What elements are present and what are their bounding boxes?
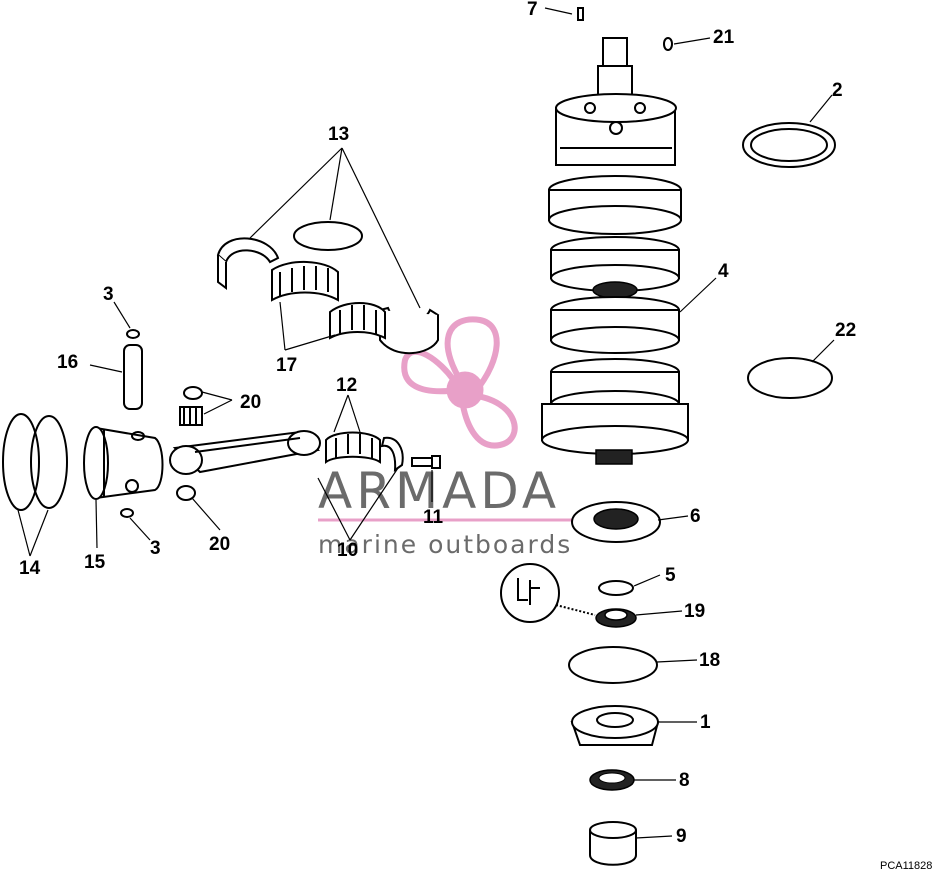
- drawing-code: PCA11828: [880, 860, 932, 872]
- pin-part-7: [577, 7, 584, 21]
- bearing-19: [595, 608, 637, 628]
- watermark-logo: ARMADA marine outboards: [318, 316, 612, 559]
- bearing-housing-1: [570, 705, 660, 746]
- callout-8: 8: [679, 770, 690, 791]
- callout-20-top: 20: [240, 392, 261, 413]
- callout-18: 18: [699, 650, 720, 671]
- service-tool-icon: [500, 563, 560, 623]
- retaining-ring-5: [598, 580, 634, 596]
- propeller-icon: [401, 316, 518, 449]
- callout-labels: 7 21 2 13 4 3 16 20 12 22 17 11 6 14 15 …: [19, 0, 856, 847]
- connecting-rod: [169, 430, 321, 475]
- oil-seal-6: [571, 501, 661, 543]
- callout-1: 1: [700, 712, 711, 733]
- seal-8: [589, 769, 635, 791]
- pin-clip-3-lower: [120, 508, 134, 518]
- callout-17: 17: [276, 355, 297, 376]
- callout-16: 16: [57, 352, 78, 373]
- caged-bearing-17: [271, 260, 386, 340]
- seal-ring-part-2: [742, 122, 836, 168]
- piston-15: [83, 426, 164, 500]
- callout-6: 6: [690, 506, 701, 527]
- o-ring-18: [568, 646, 658, 684]
- crank-throws: [541, 175, 689, 465]
- leader-lines: [17, 7, 835, 839]
- callout-13: 13: [328, 124, 349, 145]
- callout-2: 2: [832, 80, 843, 101]
- callout-12: 12: [336, 375, 357, 396]
- callout-11: 11: [423, 507, 444, 528]
- piston-rings-14: [2, 413, 68, 511]
- watermark-tagline: marine outboards: [318, 530, 572, 559]
- callout-3-top: 3: [103, 284, 114, 305]
- callout-5: 5: [665, 565, 676, 586]
- o-ring-part-22: [747, 357, 833, 399]
- piston-pin-16: [123, 344, 143, 410]
- callout-21: 21: [713, 27, 735, 48]
- callout-22: 22: [835, 320, 856, 341]
- tool-link: [555, 604, 596, 616]
- rod-cap-bolt-11: [411, 455, 441, 469]
- callout-14: 14: [19, 558, 41, 579]
- callout-19: 19: [684, 601, 705, 622]
- key-part-21: [662, 37, 674, 51]
- callout-7: 7: [527, 0, 538, 20]
- sleeve-9: [589, 821, 637, 866]
- callout-4: 4: [718, 261, 729, 282]
- callout-20-bottom: 20: [209, 534, 230, 555]
- crankshaft: [541, 37, 689, 465]
- pin-clip-3-upper: [126, 329, 140, 339]
- main-bearing-halves-13: [216, 221, 440, 355]
- rod-bearing-12: [325, 431, 404, 473]
- callout-10: 10: [337, 540, 358, 561]
- callout-9: 9: [676, 826, 687, 847]
- watermark-brand: ARMADA: [318, 462, 560, 520]
- callout-15: 15: [84, 552, 106, 573]
- callout-3-bottom: 3: [150, 538, 161, 559]
- needle-bearing-20: [176, 386, 203, 501]
